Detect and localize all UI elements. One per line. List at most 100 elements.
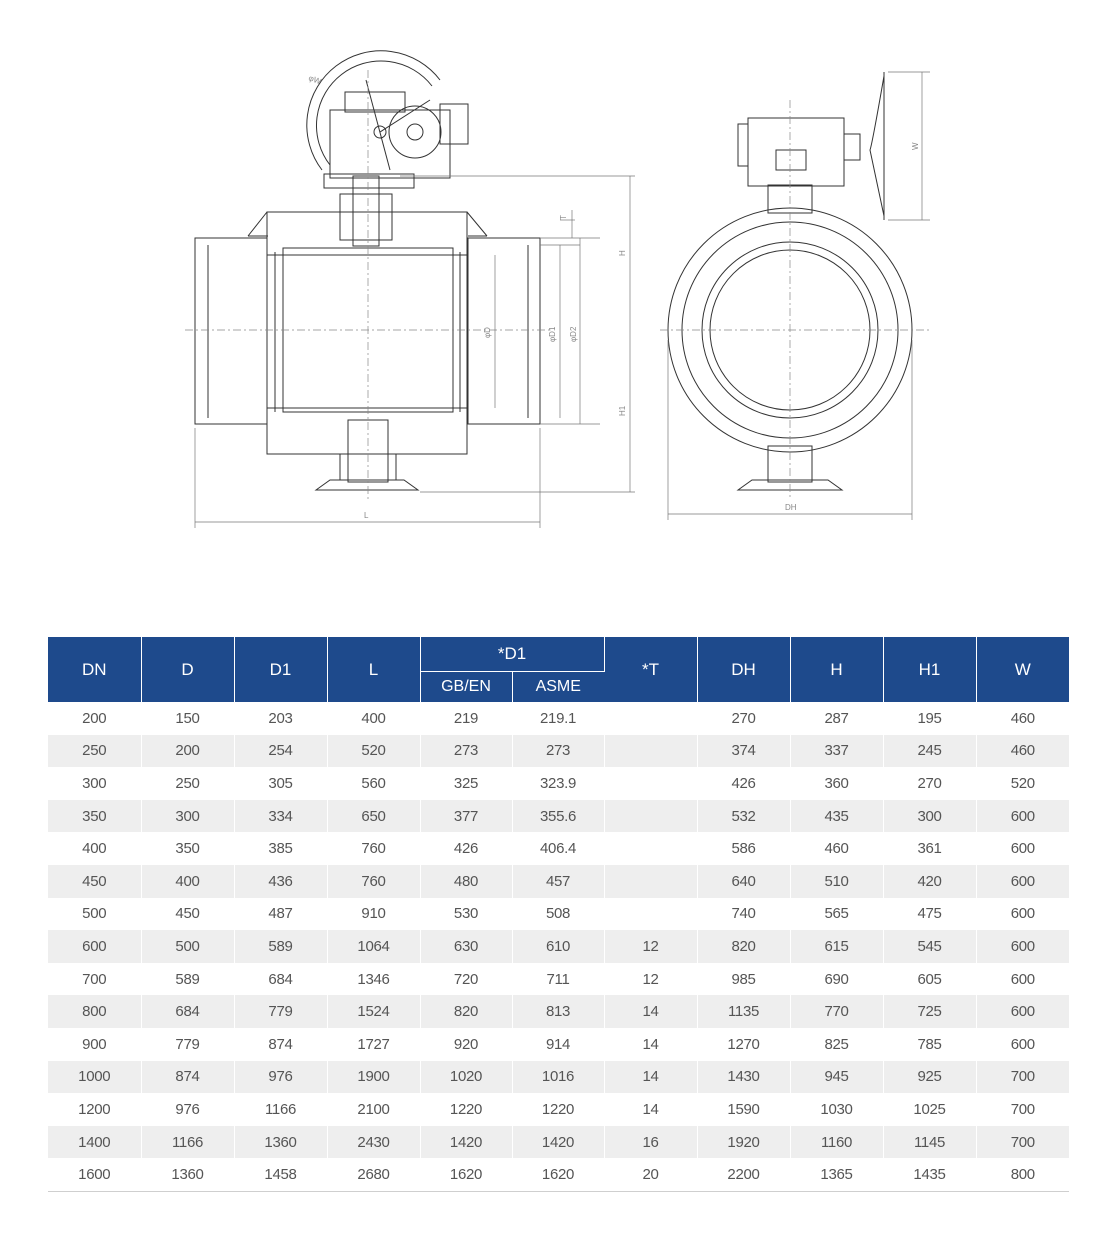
table-cell: 700 xyxy=(976,1125,1070,1159)
table-cell: 985 xyxy=(697,962,791,996)
table-cell: 200 xyxy=(141,734,235,768)
table-cell: 426 xyxy=(697,767,791,800)
table-cell: 500 xyxy=(48,897,142,931)
table-cell: 1020 xyxy=(420,1060,513,1094)
table-cell: 12 xyxy=(604,962,698,996)
table-cell: 457 xyxy=(512,864,605,898)
table-cell: 334 xyxy=(234,799,328,833)
table-cell: 325 xyxy=(420,767,513,800)
table-cell: 1220 xyxy=(420,1093,513,1126)
table-cell: 900 xyxy=(48,1027,142,1061)
table-cell: 508 xyxy=(512,897,605,931)
header-group-d1: *D1 xyxy=(420,637,605,672)
table-cell: 14 xyxy=(604,1027,698,1061)
table-cell: 711 xyxy=(512,962,605,996)
table-cell: 684 xyxy=(141,995,235,1028)
table-cell: 910 xyxy=(327,897,421,931)
table-cell: 1064 xyxy=(327,930,421,963)
table-cell: 1166 xyxy=(141,1125,235,1159)
table-cell: 1600 xyxy=(48,1158,142,1192)
table-cell: 586 xyxy=(697,832,791,865)
table-cell: 350 xyxy=(141,832,235,865)
table-cell: 1025 xyxy=(883,1093,977,1126)
label-w: W xyxy=(911,142,920,150)
table-cell: 20 xyxy=(604,1158,698,1192)
table-cell: 2430 xyxy=(327,1125,421,1159)
table-cell: 219 xyxy=(420,702,513,735)
label-h1: H1 xyxy=(618,405,627,416)
header-asme: ASME xyxy=(512,671,605,702)
table-cell: 487 xyxy=(234,897,328,931)
table-cell: 460 xyxy=(976,734,1070,768)
table-cell: 480 xyxy=(420,864,513,898)
table-cell: 600 xyxy=(1010,905,1035,923)
table-cell: 520 xyxy=(327,734,421,768)
table-cell: 760 xyxy=(327,864,421,898)
label-l: L xyxy=(364,511,369,520)
table-cell xyxy=(604,832,698,865)
table-cell: 14 xyxy=(604,1093,698,1126)
table-cell: 1727 xyxy=(327,1027,421,1061)
table-cell: 200 xyxy=(48,702,142,735)
table-cell: 12 xyxy=(604,930,698,963)
table-cell: 360 xyxy=(790,767,884,800)
table-cell: 1400 xyxy=(48,1125,142,1159)
table-cell: 435 xyxy=(790,799,884,833)
table-cell xyxy=(604,767,698,800)
table-cell: 1000 xyxy=(48,1060,142,1094)
table-cell: 700 xyxy=(976,1060,1070,1094)
table-cell: 1030 xyxy=(790,1093,884,1126)
header-h1: H1 xyxy=(883,637,977,702)
table-cell: 690 xyxy=(790,962,884,996)
valve-body xyxy=(266,211,468,455)
header-dh: DH xyxy=(697,637,791,702)
table-cell: 589 xyxy=(141,962,235,996)
table-cell: 400 xyxy=(141,864,235,898)
table-cell: 1270 xyxy=(697,1027,791,1061)
table-cell: 605 xyxy=(883,962,977,996)
table-cell: 700 xyxy=(48,962,142,996)
table-cell: 510 xyxy=(790,864,884,898)
table-cell: 337 xyxy=(790,734,884,768)
table-cell: 740 xyxy=(697,897,791,931)
support-foot xyxy=(314,479,420,491)
table-cell: 610 xyxy=(512,930,605,963)
table-cell: 426 xyxy=(420,832,513,865)
table-cell: 1365 xyxy=(790,1158,884,1192)
table-cell: 1430 xyxy=(697,1060,791,1094)
table-cell: 785 xyxy=(883,1027,977,1061)
table-cell: 976 xyxy=(141,1093,235,1126)
table-cell: 460 xyxy=(790,832,884,865)
table-cell: 1900 xyxy=(327,1060,421,1094)
table-cell: 273 xyxy=(420,734,513,768)
table-cell: 530 xyxy=(420,897,513,931)
label-t: T xyxy=(559,215,568,220)
label-phi-w: φW xyxy=(307,73,322,86)
table-cell: 270 xyxy=(697,702,791,735)
table-cell: 2680 xyxy=(327,1158,421,1192)
table-cell xyxy=(604,702,698,735)
header-gb-en: GB/EN xyxy=(420,671,513,702)
table-cell: 361 xyxy=(883,832,977,865)
table-cell: 914 xyxy=(512,1027,605,1061)
table-header-row: DN D D1 L *D1 *T DH H H1 W xyxy=(48,637,1070,702)
table-cell: 245 xyxy=(883,734,977,768)
table-cell: 350 xyxy=(48,799,142,833)
table-cell: 475 xyxy=(883,897,977,931)
table-cell: 800 xyxy=(976,1158,1070,1192)
table-cell: 400 xyxy=(48,832,142,865)
table-cell: 374 xyxy=(697,734,791,768)
table-cell: 565 xyxy=(790,897,884,931)
gear-box xyxy=(329,109,451,179)
table-cell: 300 xyxy=(883,799,977,833)
table-cell: 1160 xyxy=(790,1125,884,1159)
table-cell: 377 xyxy=(420,799,513,833)
table-subheader-row: GB/EN ASME xyxy=(48,671,1069,702)
header-h: H xyxy=(790,637,884,702)
header-d1: D1 xyxy=(234,637,328,702)
table-cell: 2100 xyxy=(327,1093,421,1126)
